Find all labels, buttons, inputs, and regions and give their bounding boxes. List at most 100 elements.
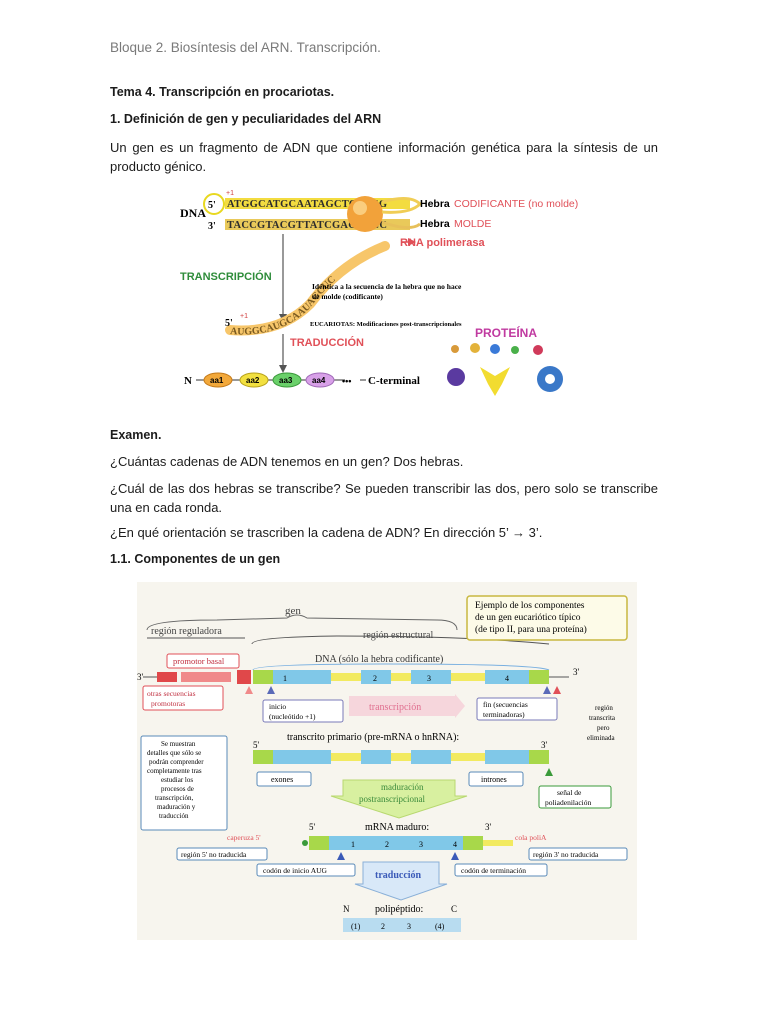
region-estructural-label: región estructural: [363, 630, 433, 641]
pep-3: 3: [407, 922, 411, 931]
question-1: ¿Cuántas cadenas de ADN tenemos en un ge…: [110, 452, 658, 471]
identica-line-2: de molde (codificante): [312, 292, 383, 301]
mrna-exon-1: 1: [351, 840, 355, 849]
rna-five-prime: 5': [225, 318, 233, 329]
note-line-6: procesos de: [161, 785, 194, 793]
proteina-label: PROTEÍNA: [475, 325, 537, 340]
traduccion-label-2: traducción: [375, 870, 422, 881]
note-line-5: estudiar los: [161, 776, 193, 784]
rna-plus-one: +1: [240, 313, 248, 320]
region3-label: región 3' no traducida: [533, 850, 599, 859]
rna-polymerase-circle: [347, 196, 383, 232]
paragraph-gen-definition: Un gen es un fragmento de ADN que contie…: [110, 138, 658, 176]
exon-4-num: 4: [505, 674, 509, 683]
promotor-basal-label: promotor basal: [173, 656, 225, 666]
page-header: Bloque 2. Biosíntesis del ARN. Transcrip…: [110, 40, 381, 55]
transcripcion-label-2: transcripción: [369, 702, 421, 713]
note-line-8: maduración y: [157, 803, 196, 811]
pre-3prime: 3': [541, 740, 548, 750]
ejemplo-line-3: (de tipo II, para una proteína): [475, 624, 587, 635]
transcripcion-label: TRANSCRIPCIÓN: [180, 270, 272, 283]
codon-term-label: codón de terminación: [461, 866, 526, 875]
otras-line-1: otras secuencias: [147, 689, 196, 698]
mrna-5prime: 5': [309, 822, 316, 832]
exon-3-dna: [411, 670, 451, 684]
region-transcrita-3: pero: [597, 724, 610, 732]
pep-2: 2: [381, 922, 385, 931]
fin-line-2: terminadoras): [483, 710, 525, 719]
ejemplo-line-2: de un gen eucariótico típico: [475, 613, 581, 623]
exones-label: exones: [271, 775, 293, 784]
inicio-line-1: inicio: [269, 702, 286, 711]
aa2: aa2: [246, 376, 260, 385]
dna-3prime-right: 3': [573, 667, 580, 677]
pep-4: (4): [435, 922, 445, 931]
transcrito-label: transcrito primario (pre-mRNA o hnRNA):: [287, 732, 459, 743]
region-reguladora-label: región reguladora: [151, 626, 222, 637]
region-transcrita-2: transcrita: [589, 714, 616, 722]
pep-1: (1): [351, 922, 361, 931]
eucariotas-note: EUCARIOTAS: Modificaciones post-transcri…: [310, 321, 462, 328]
aa3: aa3: [279, 376, 293, 385]
rna-polymerase-label: RNA polimerasa: [400, 237, 485, 249]
ejemplo-line-1: Ejemplo de los componentes: [475, 601, 585, 611]
molde-label: MOLDE: [454, 218, 491, 230]
aa1: aa1: [210, 376, 224, 385]
note-line-3: podrán comprender: [149, 758, 204, 766]
exon-2-num: 2: [373, 674, 377, 683]
section-1-title: 1. Definición de gen y peculiaridades de…: [110, 112, 381, 126]
gene-start-block: [253, 670, 273, 684]
aa4: aa4: [312, 376, 326, 385]
hebra-label-1: Hebra: [420, 198, 450, 210]
question-2: ¿Cuál de las dos hebras se transcribe? S…: [110, 479, 658, 517]
note-line-9: traducción: [159, 812, 189, 820]
mrna-3prime: 3': [485, 822, 492, 832]
mrna-exon-2: 2: [385, 840, 389, 849]
fin-line-1: fin (secuencias: [483, 700, 528, 709]
caperuza-label: caperuza 5': [227, 833, 261, 842]
inicio-line-2: (nucleótido +1): [269, 712, 316, 721]
region5-label: región 5' no traducida: [181, 850, 247, 859]
mrna-exon-4: 4: [453, 840, 457, 849]
examen-title: Examen.: [110, 428, 161, 442]
maduracion-line-1: maduración: [381, 782, 424, 792]
n-terminal: N: [184, 375, 192, 387]
n-label: N: [343, 904, 350, 914]
plus-one-label: +1: [226, 190, 234, 197]
five-prime-label: 5': [208, 200, 216, 211]
dna-label: DNA: [180, 206, 206, 220]
dna-codificante-label: DNA (sólo la hebra codificante): [315, 654, 443, 665]
otras-line-2: promotoras: [151, 699, 185, 708]
codon-inicio-label: codón de inicio AUG: [263, 866, 328, 875]
exon-3-num: 3: [427, 674, 431, 683]
protein-blob-1: [447, 368, 465, 386]
traduccion-label: TRADUCCIÓN: [290, 336, 364, 349]
maduracion-line-2: postranscripcional: [359, 794, 425, 804]
pre-5prime: 5': [253, 740, 260, 750]
section-1-1-title: 1.1. Componentes de un gen: [110, 552, 280, 566]
region-transcrita-4: eliminada: [587, 734, 615, 742]
c-terminal: C-terminal: [368, 375, 420, 387]
transcription-figure: DNA 5' 3' +1 ATGGCATGCAATAGCTCATCG TACCG…: [170, 184, 598, 412]
cola-label: cola poliA: [515, 833, 547, 842]
intrones-label: intrones: [481, 775, 507, 784]
senal-line-2: poliadenilación: [545, 798, 591, 807]
three-prime-label: 3': [208, 221, 216, 232]
region-transcrita-1: región: [595, 704, 613, 712]
tema-title: Tema 4. Transcripción en procariotas.: [110, 85, 334, 99]
note-line-4: completamente tras: [147, 767, 202, 775]
mrna-exon-3: 3: [419, 840, 423, 849]
mrna-maduro-label: mRNA maduro:: [365, 822, 429, 833]
hebra-label-2: Hebra: [420, 218, 450, 230]
codificante-label: CODIFICANTE (no molde): [454, 198, 578, 210]
mature-mrna-bar: [329, 836, 463, 850]
polipeptido-label: polipéptido:: [375, 904, 423, 915]
dna-3prime-left: 3': [137, 672, 144, 682]
gene-components-figure: gen región reguladora región estructural…: [137, 582, 637, 940]
note-line-7: transcripción,: [155, 794, 194, 802]
dots: •••: [342, 376, 351, 386]
note-line-2: detalles que sólo se: [147, 749, 201, 757]
note-line-1: Se muestran: [161, 740, 196, 748]
exon-1-num: 1: [283, 674, 287, 683]
